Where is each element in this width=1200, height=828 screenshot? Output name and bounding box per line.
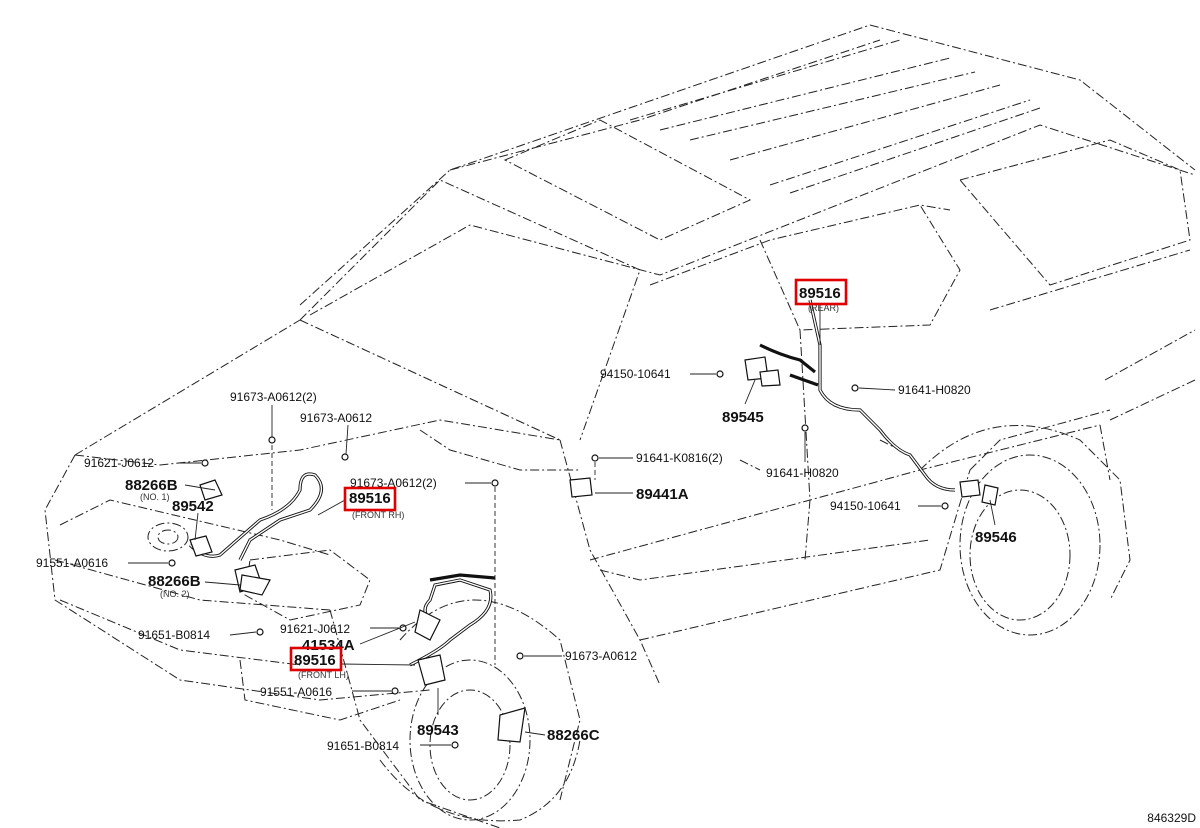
label-89546: 89546 (975, 529, 1017, 546)
label-89543: 89543 (417, 722, 459, 739)
label-88266c: 88266C (547, 727, 600, 744)
label-94150-10641-low: 94150-10641 (830, 499, 901, 513)
front-lh-sensor-harness (409, 573, 526, 743)
label-89516-front-lh: 89516 (294, 652, 336, 669)
bolt-markers (168, 370, 949, 749)
label-89545: 89545 (722, 409, 764, 426)
label-91651-b0814-low: 91651-B0814 (327, 739, 399, 753)
label-91673-a0612-2-top: 91673-A0612(2) (230, 390, 317, 404)
highlight-89516-rear (794, 278, 848, 306)
label-91621-j0612-mid: 91621-J0612 (280, 622, 350, 636)
highlight-89516-front-lh (289, 646, 343, 672)
label-88266b-no1: 88266B (125, 477, 178, 494)
highlight-89516-front-rh (343, 486, 397, 512)
label-94150-10641-top: 94150-10641 (600, 367, 671, 381)
highlight-boxes (289, 278, 848, 672)
label-91621-j0612-top: 91621-J0612 (84, 456, 154, 470)
label-no2: (NO. 2) (160, 589, 190, 599)
label-91641-h0820-mid: 91641-H0820 (766, 466, 839, 480)
label-front-rh: (FRONT RH) (352, 510, 404, 520)
label-no1: (NO. 1) (140, 492, 170, 502)
label-89516-front-rh: 89516 (349, 490, 391, 507)
label-91673-a0612-low: 91673-A0612 (565, 649, 637, 663)
label-91641-k0816-2: 91641-K0816(2) (636, 451, 723, 465)
label-88266b-no2: 88266B (148, 573, 201, 590)
label-91673-a0612-2-mid: 91673-A0612(2) (350, 476, 437, 490)
label-89516-rear: 89516 (799, 285, 841, 302)
label-91551-a0616-left: 91551-A0616 (36, 556, 108, 570)
vehicle-outline (44, 24, 1196, 828)
label-91651-b0814-left: 91651-B0814 (138, 628, 210, 642)
label-91673-a0612-top: 91673-A0612 (300, 411, 372, 425)
label-rear: (REAR) (808, 303, 839, 313)
front-rh-sensor-harness (188, 472, 323, 596)
label-91551-a0616-low: 91551-A0616 (260, 685, 332, 699)
label-89542: 89542 (172, 498, 214, 515)
diagram-id: 846329D (1147, 811, 1196, 825)
label-front-lh: (FRONT LH) (298, 670, 349, 680)
leader-lines (128, 305, 996, 746)
label-89441a: 89441A (636, 486, 689, 503)
label-91641-h0820-right: 91641-H0820 (898, 383, 971, 397)
rear-sensor-harness (569, 299, 999, 506)
part-labels: 91673-A0612(2) 91673-A0612 91621-J0612 8… (36, 285, 1017, 753)
